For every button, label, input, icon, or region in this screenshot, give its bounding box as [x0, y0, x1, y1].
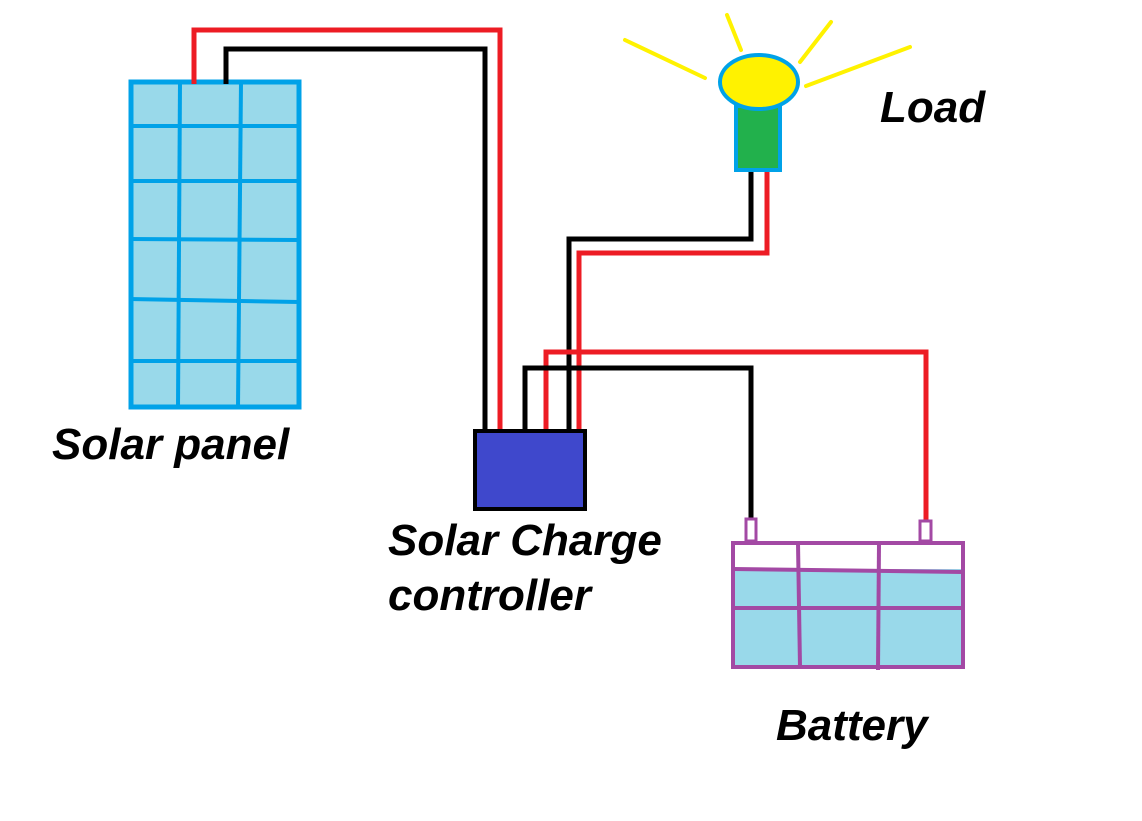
battery-label: Battery	[776, 701, 928, 750]
solar-panel-label: Solar panel	[52, 420, 290, 469]
battery-positive-wire	[543, 349, 929, 523]
battery-negative-wire	[522, 365, 754, 523]
charge-controller-label-line1: Solar Charge	[388, 516, 662, 565]
charge-controller-box	[473, 429, 587, 511]
panel-negative-wire	[223, 46, 488, 432]
charge-controller-label-line2: controller	[388, 571, 591, 620]
load-positive-wire	[576, 170, 770, 432]
light-bulb-icon	[623, 13, 912, 172]
panel-positive-wire	[191, 27, 503, 432]
battery-icon	[731, 517, 965, 671]
load-negative-wire	[566, 170, 754, 432]
load-label: Load	[880, 83, 986, 132]
solar-panel	[128, 79, 302, 410]
